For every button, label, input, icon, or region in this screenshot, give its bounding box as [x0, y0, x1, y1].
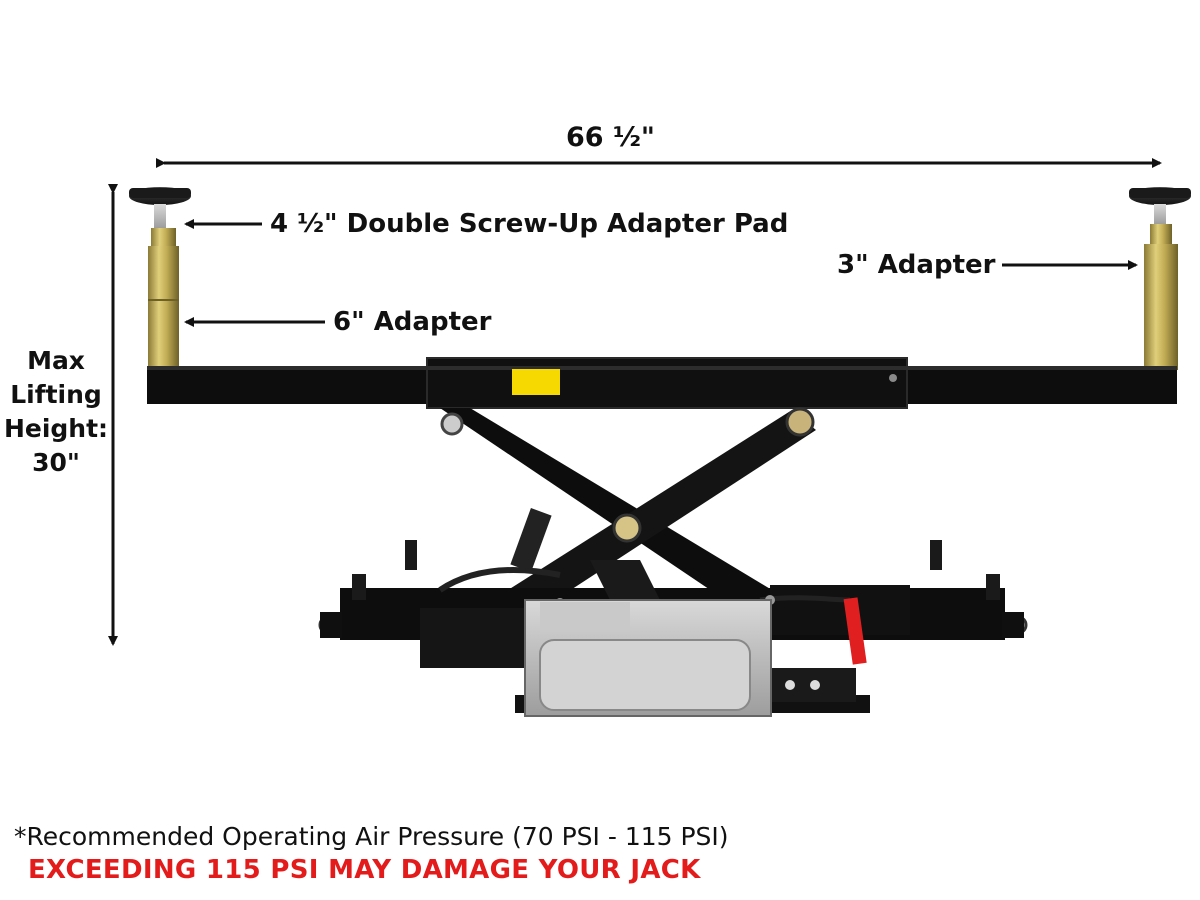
max-height-line: Height: — [3, 414, 109, 443]
recommended-pressure-note: *Recommended Operating Air Pressure (70 … — [14, 822, 729, 851]
label-plate — [512, 369, 560, 395]
pressure-warning: EXCEEDING 115 PSI MAY DAMAGE YOUR JACK — [28, 855, 701, 885]
max-height-line: 30" — [32, 448, 80, 477]
width-dimension-label: 66 ½" — [566, 122, 655, 153]
air-pump-housing — [515, 560, 870, 717]
right-adapter-stack — [1129, 187, 1191, 370]
max-height-line: Lifting — [10, 380, 102, 409]
max-height-label: Max Lifting Height: 30" — [0, 344, 112, 480]
red-strap — [843, 597, 867, 665]
top-beam — [147, 357, 1177, 409]
left-adapter-stack — [129, 187, 191, 370]
scissor-arms — [440, 407, 816, 610]
pad-callout-label: 4 ½" Double Screw-Up Adapter Pad — [270, 209, 789, 239]
adapter-3in-label: 3" Adapter — [837, 250, 996, 280]
max-height-line: Max — [27, 346, 85, 375]
adapter-6in-label: 6" Adapter — [333, 307, 492, 337]
